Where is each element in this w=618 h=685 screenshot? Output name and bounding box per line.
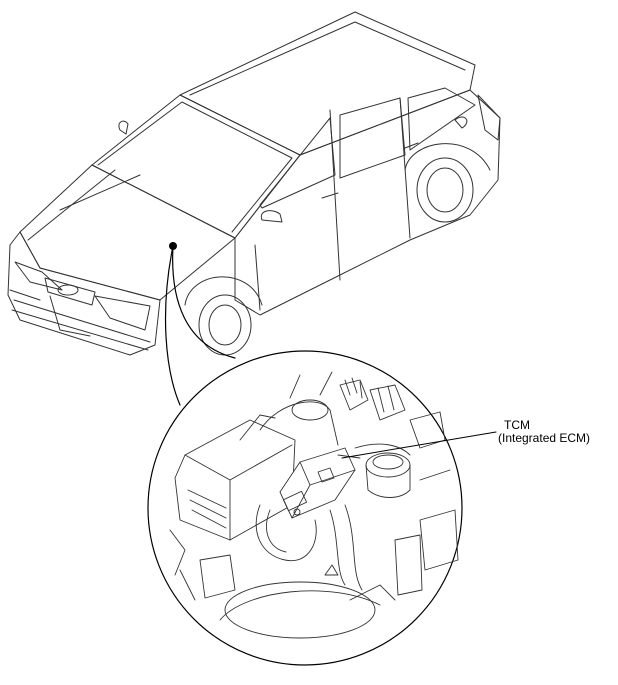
detail-callout	[147, 245, 463, 666]
car-roof	[179, 11, 476, 156]
car-side	[234, 89, 501, 316]
car-illustration	[7, 11, 501, 356]
tcm-leader-line	[341, 431, 497, 459]
tcm-label-sub: (Integrated ECM)	[498, 431, 591, 445]
car-mirror	[260, 210, 283, 223]
car-rear-wheel	[416, 157, 474, 223]
car-front	[7, 231, 161, 356]
tcm-label: TCM	[504, 418, 530, 432]
car-front-wheel	[198, 294, 252, 356]
car-windshield	[91, 94, 301, 239]
engine-bay-detail	[169, 371, 459, 639]
